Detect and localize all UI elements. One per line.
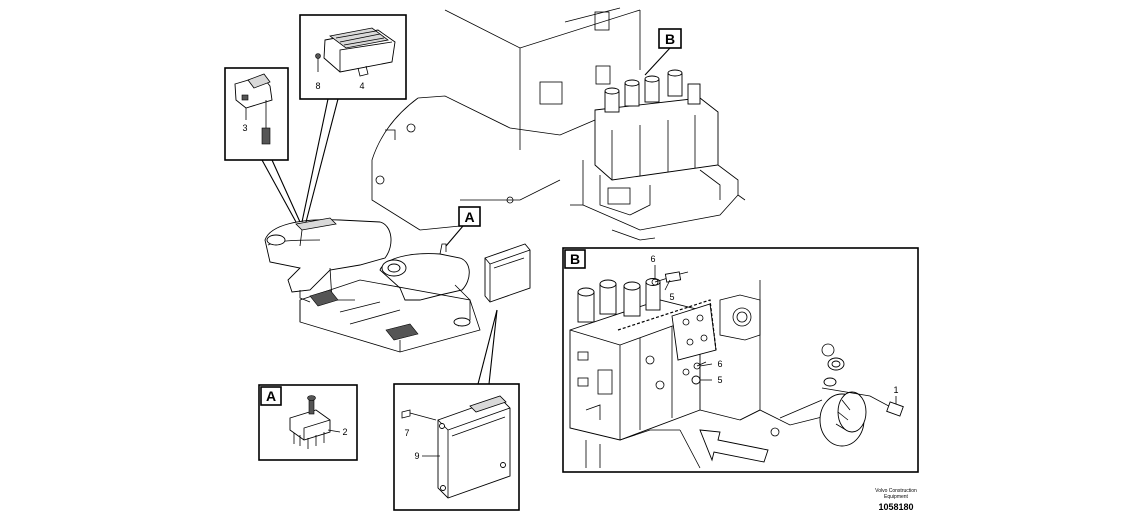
part-number-6-middle: 6 [717, 359, 722, 369]
part-number-5-middle: 5 [717, 375, 722, 385]
part-number-9: 9 [414, 451, 419, 461]
part-number-3: 3 [242, 123, 247, 133]
right-joystick-console [379, 243, 471, 327]
leader-line-panel-2 [305, 98, 339, 223]
callout-b-main-label: B [665, 31, 675, 47]
leader-line-unit [477, 309, 498, 385]
control-unit-main [484, 243, 531, 303]
direction-arrow [699, 429, 769, 463]
left-joystick-console [264, 217, 392, 303]
detail-box-switch-panel: 8 4 [299, 14, 407, 100]
machine-body-outline [371, 7, 656, 241]
detail-b-label: B [570, 251, 580, 267]
part-number-7: 7 [404, 428, 409, 438]
credit-line-2: Equipment [884, 494, 909, 500]
detail-box-b: B [562, 247, 919, 473]
part-number-1: 1 [893, 385, 898, 395]
detail-box-switch: 3 [224, 67, 289, 161]
control-valve-block [570, 69, 746, 231]
callout-a-main-label: A [464, 209, 474, 225]
callout-a-main: A [445, 206, 481, 247]
part-number-8: 8 [315, 81, 320, 91]
callout-b-main: B [644, 28, 682, 76]
part-number-5-top: 5 [669, 292, 674, 302]
part-number-2: 2 [342, 427, 347, 437]
credit-line-1: Volvo Construction [875, 488, 917, 494]
leader-line-switch-2 [271, 159, 301, 223]
detail-box-control-unit: 7 9 [393, 383, 520, 511]
cab-floor-plate [299, 279, 481, 353]
detail-box-a: A 2 [258, 384, 358, 461]
part-number-4: 4 [359, 81, 364, 91]
leader-line-panel [301, 98, 329, 223]
document-number: 1058180 [878, 502, 913, 512]
part-number-6-top: 6 [650, 254, 655, 264]
leader-line-unit-2 [488, 309, 498, 385]
leader-line-switch [261, 159, 297, 223]
detail-a-label: A [266, 388, 276, 404]
